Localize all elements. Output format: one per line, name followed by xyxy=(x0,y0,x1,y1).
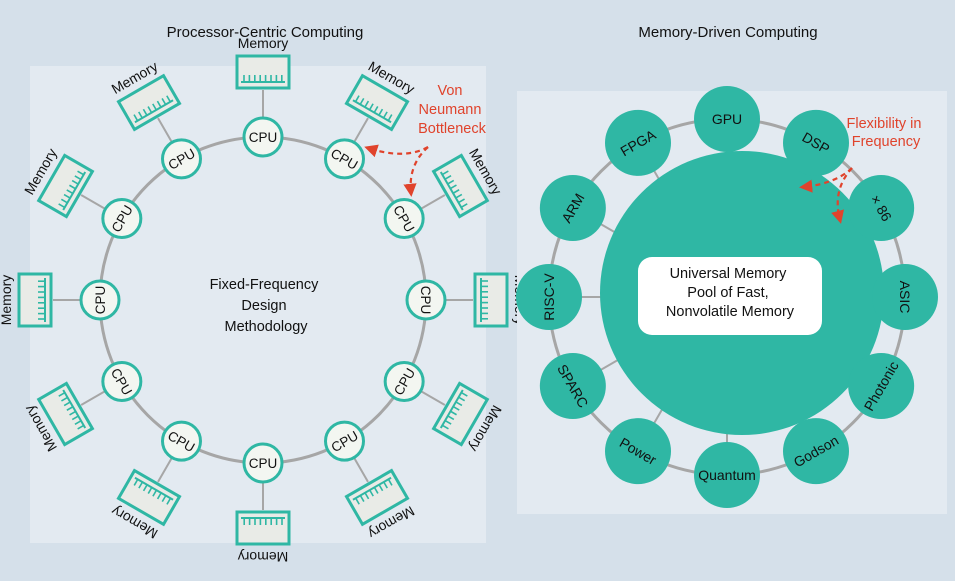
memory-pins xyxy=(133,476,174,505)
cpu-node xyxy=(242,442,284,484)
memory-chip xyxy=(344,73,410,132)
processor-node xyxy=(605,109,671,176)
cpu-label: CPU xyxy=(249,456,278,471)
processor-node xyxy=(848,175,915,241)
memory-label: Memory xyxy=(238,35,289,51)
memory-module: Memory xyxy=(235,510,291,565)
cpu-node xyxy=(324,420,365,462)
processor-node xyxy=(539,175,606,241)
processor-node xyxy=(605,418,671,485)
memory-chip xyxy=(36,153,95,219)
processor-node xyxy=(783,109,849,176)
memory-chip xyxy=(36,381,95,447)
von-neumann-line-1: Von xyxy=(437,83,462,99)
memory-module: Memory xyxy=(431,381,505,454)
memory-chip xyxy=(17,272,53,328)
bottleneck-arrow-down xyxy=(403,146,429,197)
processor-node-label: ASIC xyxy=(897,281,913,314)
right-title: Memory-Driven Computing xyxy=(638,24,817,41)
bottleneck-arrow-up xyxy=(364,144,429,158)
memory-pool-line-3: Nonvolatile Memory xyxy=(666,304,795,320)
memory-pins xyxy=(480,278,488,322)
flexibility-annotation: Flexibility in Frequency xyxy=(799,116,926,224)
cpu-node xyxy=(242,116,284,158)
processor-node-label: RISC-V xyxy=(541,273,557,321)
processor-node xyxy=(872,264,938,330)
processor-node xyxy=(539,353,606,419)
memory-chip xyxy=(344,468,410,527)
processor-node xyxy=(783,418,849,485)
memory-chip xyxy=(116,73,182,132)
processor-node-label: Quantum xyxy=(698,467,756,483)
cpu-label: CPU xyxy=(418,286,433,315)
memory-pins xyxy=(38,278,46,322)
memory-pool-line-1: Universal Memory xyxy=(670,266,788,282)
cpu-label: CPU xyxy=(249,130,278,145)
memory-chip xyxy=(431,381,490,447)
processor-node xyxy=(848,353,915,419)
left-title: Processor-Centric Computing xyxy=(167,24,364,41)
processor-node xyxy=(694,86,760,152)
memory-module: Memory xyxy=(235,35,291,90)
left-center-line-2: Design xyxy=(241,298,286,314)
flexibility-line-1: Flexibility in xyxy=(847,116,922,132)
cpu-node xyxy=(161,138,202,180)
memory-pins xyxy=(241,517,285,525)
cpu-node xyxy=(383,198,425,239)
memory-pins xyxy=(241,75,285,83)
flexibility-label: Flexibility in Frequency xyxy=(847,116,926,150)
left-center-text: Fixed-Frequency Design Methodology xyxy=(210,277,323,335)
memory-pins xyxy=(352,476,393,505)
memory-driven-panel: Memory-Driven Computing Universal Memory… xyxy=(516,24,947,514)
cpu-node xyxy=(324,138,365,180)
memory-label: Memory xyxy=(0,275,14,326)
flexibility-arrow-down xyxy=(831,167,853,224)
memory-pins xyxy=(58,170,87,211)
memory-label: Memory xyxy=(238,549,289,565)
cpu-node xyxy=(101,198,143,239)
memory-pool-text: Universal Memory Pool of Fast, Nonvolati… xyxy=(666,266,795,320)
cpu-node xyxy=(79,279,121,321)
memory-module: Memory xyxy=(0,272,53,328)
von-neumann-line-2: Neumann xyxy=(419,102,482,118)
von-neumann-annotation: Von Neumann Bottleneck xyxy=(364,83,487,197)
cpu-node xyxy=(161,420,202,462)
memory-chip xyxy=(235,510,291,546)
memory-pins xyxy=(133,95,174,124)
cpu-label: CPU xyxy=(93,286,108,315)
processor-node xyxy=(516,264,582,330)
memory-chip xyxy=(473,272,509,328)
memory-pins xyxy=(439,170,468,211)
memory-chip xyxy=(431,153,490,219)
von-neumann-line-3: Bottleneck xyxy=(418,121,486,137)
von-neumann-label: Von Neumann Bottleneck xyxy=(418,83,486,137)
processor-centric-panel: Processor-Centric Computing MemoryMemory… xyxy=(0,24,528,565)
memory-chip xyxy=(235,54,291,90)
memory-chip xyxy=(116,468,182,527)
memory-pins xyxy=(352,95,393,124)
memory-pins xyxy=(58,389,87,430)
cpu-node xyxy=(405,279,447,321)
memory-pool-line-2: Pool of Fast, xyxy=(687,285,768,301)
processor-node xyxy=(694,442,760,508)
memory-pins xyxy=(439,389,468,430)
cpu-node xyxy=(101,361,143,402)
processor-node-label: GPU xyxy=(712,111,742,127)
flexibility-line-2: Frequency xyxy=(852,134,921,150)
left-center-line-1: Fixed-Frequency xyxy=(210,277,320,293)
cpu-node xyxy=(383,361,425,402)
memory-pool-label-box xyxy=(638,257,822,335)
left-center-line-3: Methodology xyxy=(224,319,308,335)
